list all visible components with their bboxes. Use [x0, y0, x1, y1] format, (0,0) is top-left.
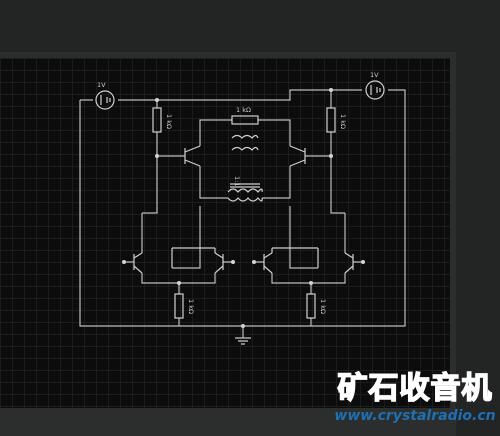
- schematic-diagram: 1V 1V 1 kΩ 1 kΩ 1 kΩ 1 kΩ 1 kΩ: [79, 71, 406, 345]
- left-battery-label: 1V: [97, 81, 106, 89]
- resistor-top-right-label: 1 kΩ: [339, 114, 347, 129]
- resistor-top-left-label: 1 kΩ: [165, 114, 173, 129]
- resistor-bottom-left-label: 1 kΩ: [187, 299, 195, 314]
- left-battery-symbol: 1V: [95, 81, 115, 110]
- wire-bridge-center: [199, 166, 291, 199]
- right-battery-symbol: 1V: [365, 71, 385, 100]
- schematic-canvas[interactable]: 1V 1V 1 kΩ 1 kΩ 1 kΩ 1 kΩ 1 kΩ: [0, 58, 450, 408]
- wire-top-right-branch: [330, 90, 345, 214]
- resistor-top-left: 1 kΩ: [152, 107, 173, 133]
- wire-lower-right: [271, 213, 346, 326]
- wire-cross: [172, 206, 318, 269]
- wire-top-left-branch: [142, 100, 158, 214]
- transistor-q1: [184, 145, 201, 167]
- resistor-bottom-left: 1 kΩ: [174, 293, 195, 319]
- ground-symbol: [235, 337, 251, 345]
- resistor-bottom-right: 1 kΩ: [306, 293, 327, 319]
- transistor-q2: [289, 145, 306, 167]
- watermark-logo: 矿石收音机 www.crystalradio.cn: [330, 371, 500, 436]
- watermark-url: www.crystalradio.cn: [334, 408, 496, 424]
- transistor-q4: [171, 247, 224, 274]
- right-battery-label: 1V: [370, 71, 379, 79]
- junction-dots: [122, 88, 365, 328]
- resistor-bottom-right-label: 1 kΩ: [319, 299, 327, 314]
- wire-lower-left: [141, 213, 216, 326]
- resistor-top-right: 1 kΩ: [326, 107, 347, 133]
- transistor-q5: [263, 247, 319, 274]
- resistor-bridge-label: 1 kΩ: [236, 106, 251, 114]
- transistor-q6: [344, 252, 354, 274]
- resistor-bridge: 1 kΩ: [231, 106, 259, 125]
- wire-left-rail: [79, 89, 406, 327]
- transistor-q3: [133, 252, 143, 274]
- transformer-label: 1:1: [233, 176, 241, 186]
- watermark-title: 矿石收音机: [337, 371, 493, 407]
- transformer: 1:1: [227, 134, 263, 202]
- wire-bridge: [199, 119, 291, 146]
- wire-left-source: [80, 89, 362, 101]
